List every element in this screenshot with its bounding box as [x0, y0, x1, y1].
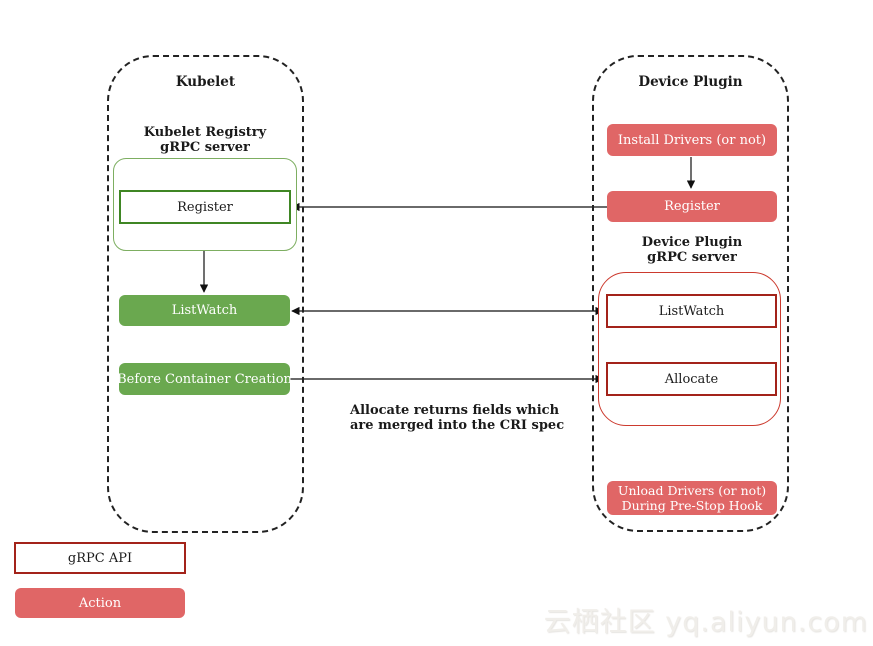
- device-plugin-title: Device Plugin: [638, 74, 743, 90]
- allocate-annotation: Allocate returns fields which are merged…: [350, 403, 565, 433]
- before-container-creation-button: Before Container Creation: [117, 363, 292, 395]
- kubelet-registry-server-label-line2: gRPC server: [160, 139, 250, 155]
- kubelet-listwatch-button: ListWatch: [119, 295, 290, 326]
- device-allocate-box: Allocate: [606, 362, 777, 396]
- device-plugin-server-label: Device Plugin gRPC server: [607, 235, 777, 265]
- install-drivers-button: Install Drivers (or not): [607, 124, 777, 156]
- allocate-annotation-line1: Allocate returns fields which: [350, 403, 560, 418]
- unload-drivers-line1: Unload Drivers (or not): [617, 483, 767, 498]
- legend-action-button: Action: [15, 588, 185, 618]
- device-plugin-server-label-line1: Device Plugin: [641, 235, 743, 250]
- watermark: 云栖社区 yq.aliyun.com: [543, 607, 868, 638]
- allocate-annotation-line2: are merged into the CRI spec: [350, 418, 565, 433]
- device-listwatch-box: ListWatch: [606, 294, 777, 328]
- kubelet-container: [107, 55, 304, 533]
- legend-grpc-api-box: gRPC API: [14, 542, 186, 574]
- kubelet-registry-server-label: Kubelet Registry gRPC server: [119, 125, 291, 155]
- unload-drivers-button: Unload Drivers (or not) During Pre-Stop …: [607, 481, 777, 515]
- device-plugin-server-label-line2: gRPC server: [647, 249, 737, 265]
- kubelet-registry-server-label-line1: Kubelet Registry: [143, 125, 267, 140]
- kubelet-title: Kubelet: [175, 74, 236, 90]
- unload-drivers-line2: During Pre-Stop Hook: [621, 498, 763, 513]
- device-register-button: Register: [607, 191, 777, 222]
- device-plugin-container: [592, 55, 789, 532]
- kubelet-register-box: Register: [119, 190, 291, 224]
